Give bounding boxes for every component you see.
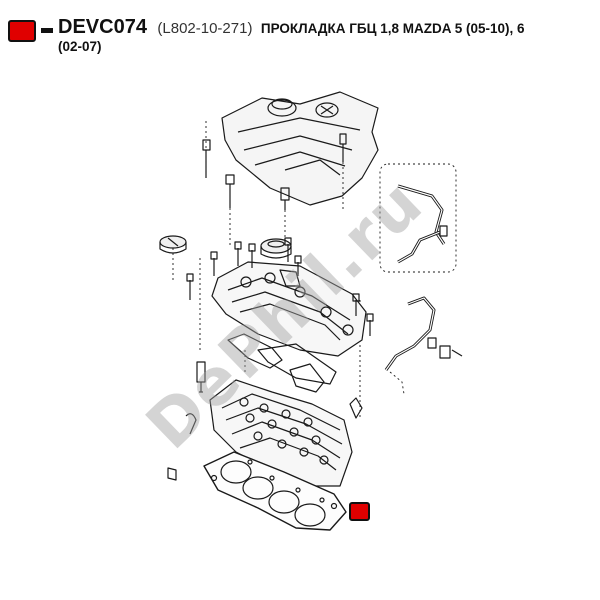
pcv-hose-detail bbox=[379, 163, 457, 273]
head-gasket bbox=[203, 451, 347, 531]
callout-marker bbox=[349, 502, 370, 521]
engine-cover bbox=[221, 91, 379, 206]
title: DEVC074 (L802-10-271) ПРОКЛАДКА ГБЦ 1,8 … bbox=[58, 16, 588, 56]
part-description: ПРОКЛАДКА ГБЦ 1,8 MAZDA 5 (05-10), 6 bbox=[260, 21, 525, 36]
valve-cover-bolts bbox=[186, 237, 374, 336]
cover-bolts bbox=[202, 133, 347, 210]
valve-cover bbox=[211, 261, 367, 357]
dash-icon bbox=[41, 28, 53, 33]
spark-plug bbox=[196, 361, 206, 393]
part-code: DEVC074 bbox=[58, 16, 147, 38]
breather-hose bbox=[384, 296, 463, 395]
cylinder-head bbox=[167, 379, 363, 487]
part-description-line2: (02-07) bbox=[58, 39, 102, 54]
oem-number: (L802-10-271) bbox=[157, 20, 253, 37]
red-marker-icon bbox=[8, 20, 36, 42]
valve-cover-gasket bbox=[227, 333, 337, 393]
valve-cover-cap bbox=[260, 238, 292, 259]
oil-filler-cap bbox=[159, 235, 187, 254]
